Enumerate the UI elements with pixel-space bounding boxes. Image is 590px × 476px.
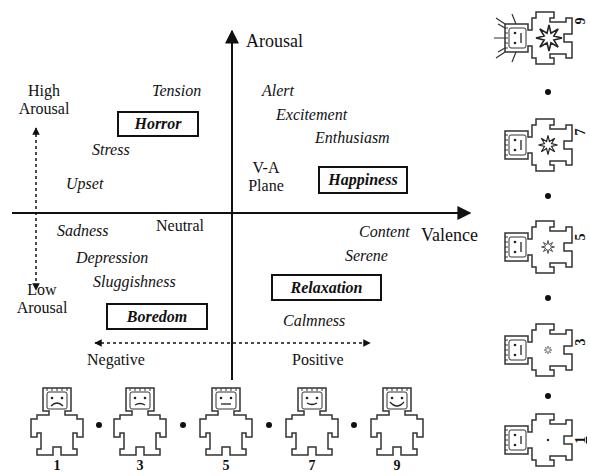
emotion-category: Happiness [328, 171, 397, 189]
emotion-category: Relaxation [290, 279, 362, 297]
arousal-manikin [505, 119, 572, 171]
emotion-category: Boredom [127, 308, 187, 326]
scale-number: 1 [47, 458, 67, 474]
scale-number: 9 [573, 11, 589, 31]
emotion-word: Content [359, 223, 410, 241]
scale-number: 3 [573, 332, 589, 352]
emotion-box: Horror [117, 111, 199, 137]
emotion-word: Stress [92, 141, 130, 159]
scale-number: 7 [302, 458, 322, 474]
scale-number: 5 [216, 458, 236, 474]
emotion-word: Enthusiasm [315, 129, 390, 147]
emotion-word: Serene [345, 247, 388, 265]
arousal-manikin [505, 414, 572, 466]
emotion-word: Sadness [57, 222, 109, 240]
arousal-axis [231, 31, 233, 380]
emotion-word: Depression [76, 249, 148, 267]
emotion-word: Calmness [283, 312, 345, 330]
plane-label: V-A Plane [242, 159, 290, 196]
scale-number: 3 [130, 458, 150, 474]
axis-title: Valence [421, 225, 478, 246]
separator-dots [545, 89, 551, 399]
emotion-word: Excitement [276, 106, 347, 124]
valence-manikin [286, 388, 338, 455]
axis-pole-label: Low Arousal [8, 281, 76, 318]
emotion-word: Alert [262, 82, 294, 100]
valence-range-arrow [95, 342, 370, 344]
scale-number: 5 [573, 227, 589, 247]
axis-pole-label: High Arousal [12, 82, 76, 119]
scale-number: 7 [573, 122, 589, 142]
valence-axis [12, 212, 470, 214]
separator-dots [96, 422, 357, 428]
arousal-manikin [505, 221, 572, 273]
scale-number: 1 [573, 430, 589, 450]
emotion-box: Happiness [318, 166, 408, 194]
emotion-word: Sluggishness [93, 273, 176, 291]
emotion-category: Horror [134, 115, 181, 133]
neutral-label: Neutral [156, 217, 204, 235]
valence-manikin [114, 388, 166, 455]
valence-pole-label: Positive [292, 351, 344, 369]
valence-manikin [371, 388, 423, 455]
emotion-box: Relaxation [271, 274, 382, 301]
arousal-range-arrow [35, 128, 37, 290]
valence-manikin [200, 388, 252, 455]
arousal-manikin [505, 324, 572, 376]
axis-title: Arousal [246, 31, 303, 52]
valence-manikin [31, 388, 83, 455]
emotion-word: Tension [152, 82, 201, 100]
arousal-manikin [494, 12, 572, 64]
emotion-word: Upset [66, 175, 103, 193]
valence-pole-label: Negative [87, 351, 145, 369]
emotion-box: Boredom [106, 303, 208, 330]
scale-number: 9 [387, 458, 407, 474]
